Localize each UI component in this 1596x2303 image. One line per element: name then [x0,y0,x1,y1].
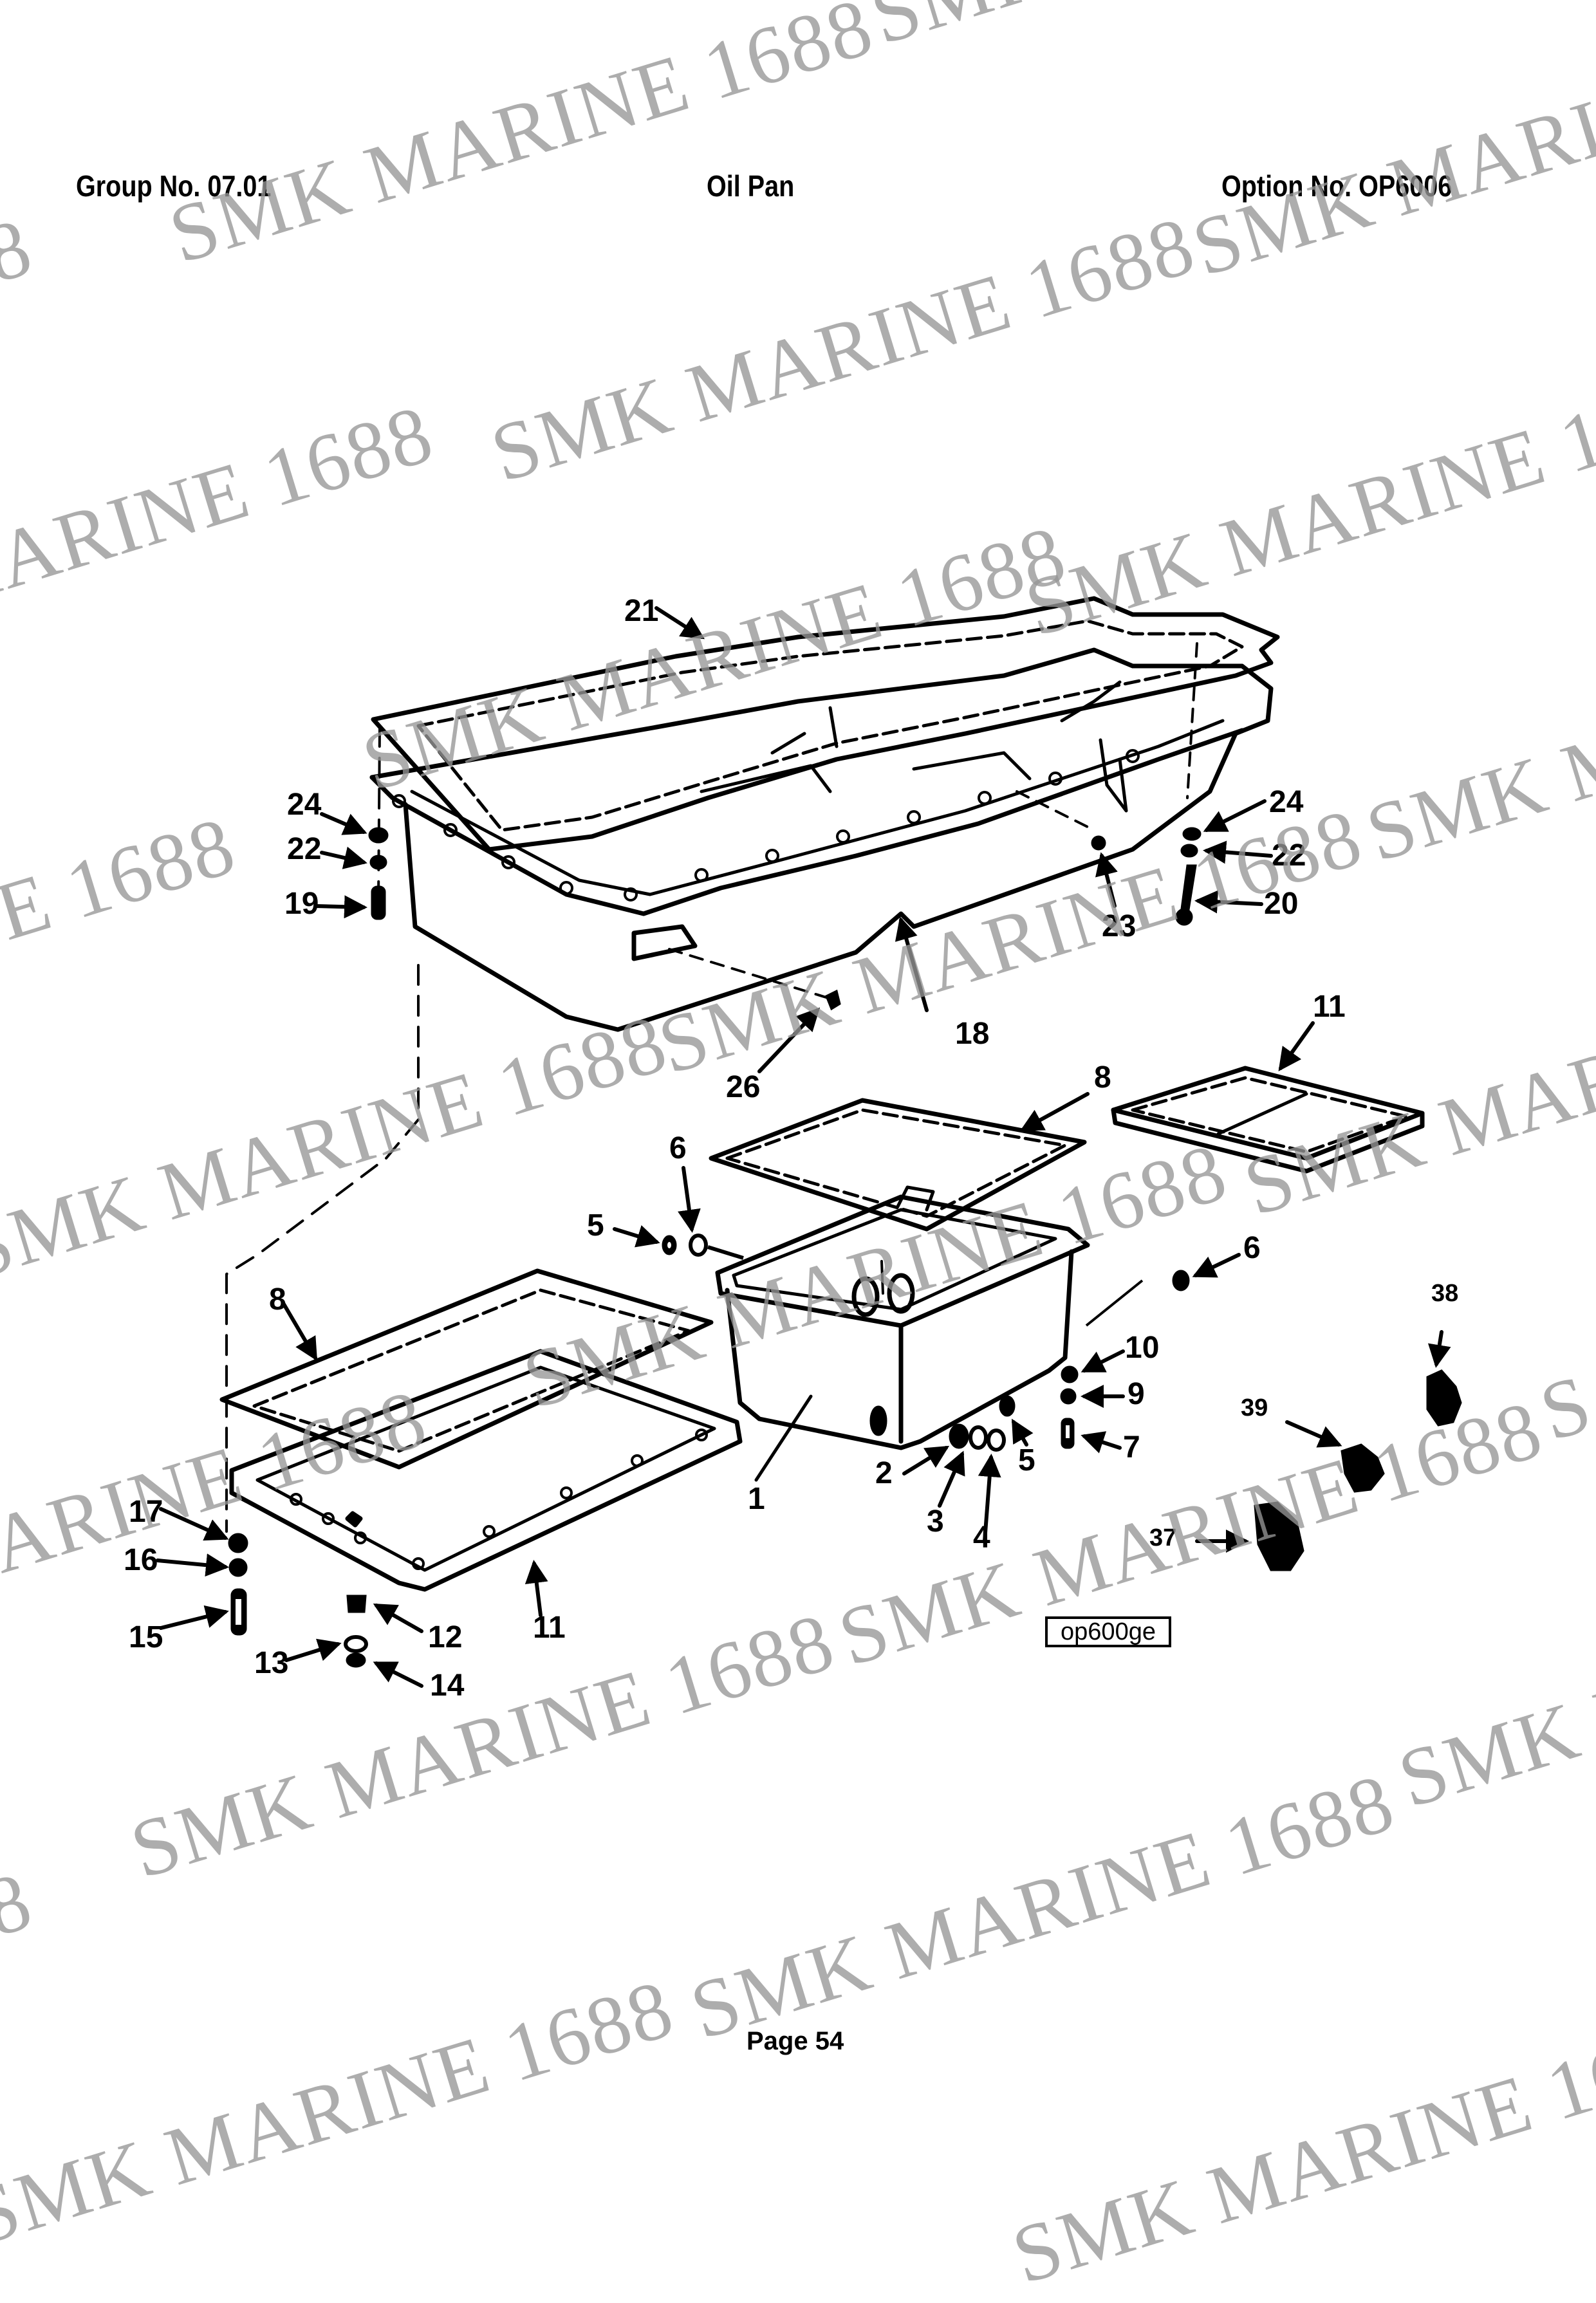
callout-37: 37 [1149,1524,1176,1551]
callout-20: 20 [1264,887,1298,921]
callout-12: 12 [428,1620,462,1654]
callout-21: 21 [624,594,658,628]
callout-2: 2 [875,1456,893,1490]
callout-6: 6 [669,1131,687,1165]
callout-19: 19 [284,887,319,921]
callout-17: 17 [129,1495,163,1529]
callout-22: 22 [1272,838,1306,873]
callout-26: 26 [726,1070,760,1104]
callout-10: 10 [1125,1331,1159,1365]
callout-16: 16 [124,1543,158,1577]
callout-24: 24 [1269,785,1304,819]
callout-5: 5 [587,1208,604,1243]
page-title: Oil Pan [707,169,795,203]
callout-3: 3 [927,1504,944,1539]
callout-8: 8 [269,1282,286,1317]
callout-38: 38 [1431,1280,1458,1307]
callout-13: 13 [254,1646,288,1680]
callout-39: 39 [1241,1394,1268,1421]
gasket-8-lower [219,1268,714,1470]
callout-1: 1 [748,1482,765,1516]
callout-8: 8 [1094,1060,1111,1095]
callout-18: 18 [955,1017,989,1051]
page-number: Page 54 [747,2027,844,2055]
callout-5: 5 [1018,1443,1035,1477]
gasket-21 [371,596,1280,852]
oil-pan-18 [369,647,1274,1032]
callout-11: 11 [533,1611,566,1645]
figure-id-label: op600ge [1045,1616,1171,1647]
callout-4: 4 [973,1521,990,1555]
callout-22: 22 [287,832,321,866]
option-number: Option No. OP6006 [1221,169,1452,203]
group-number: Group No. 07.01 [76,169,272,203]
gasket-8-upper [709,1098,1087,1232]
callout-7: 7 [1123,1430,1140,1465]
callout-24: 24 [287,788,322,822]
cover-11-upper [1111,1066,1425,1174]
callout-9: 9 [1127,1377,1145,1411]
callout-23: 23 [1102,909,1136,943]
sump-1 [715,1194,1090,1450]
callout-15: 15 [129,1620,163,1654]
callout-14: 14 [430,1669,465,1703]
callout-6: 6 [1243,1231,1261,1265]
cover-11-lower [229,1349,743,1592]
callout-11: 11 [1313,990,1346,1024]
